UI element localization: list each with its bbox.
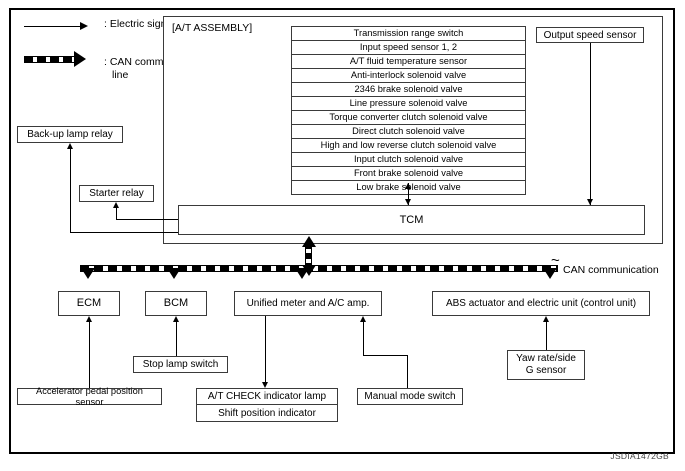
yaw-rate-sensor-label-1: Yaw rate/side bbox=[516, 352, 576, 364]
abs-unit-label: ABS actuator and electric unit (control … bbox=[445, 298, 637, 309]
bcm-box[interactable]: BCM bbox=[145, 291, 207, 316]
outer-frame bbox=[9, 8, 675, 454]
abs-unit-box[interactable]: ABS actuator and electric unit (control … bbox=[432, 291, 650, 316]
accelerator-pedal-sensor-box[interactable]: Accelerator pedal position sensor bbox=[17, 386, 162, 407]
starter-relay-hline bbox=[116, 219, 178, 220]
manual-mode-vline-lower bbox=[407, 355, 408, 388]
at-component-row[interactable]: Input clutch solenoid valve bbox=[292, 153, 525, 167]
stop-lamp-line bbox=[176, 322, 177, 356]
indicator-stack: A/T CHECK indicator lamp Shift position … bbox=[196, 388, 338, 422]
ecm-can-arrow bbox=[81, 268, 95, 279]
bcm-can-arrow bbox=[167, 268, 181, 279]
yaw-sensor-arrowhead bbox=[543, 316, 549, 322]
unified-meter-box[interactable]: Unified meter and A/C amp. bbox=[234, 291, 382, 316]
shift-position-indicator-label: Shift position indicator bbox=[218, 407, 316, 419]
output-speed-sensor-line bbox=[590, 43, 591, 205]
at-check-line bbox=[265, 316, 266, 382]
can-communication-label: CAN communication bbox=[563, 264, 659, 276]
can-bus-curl-icon: ~ bbox=[551, 252, 560, 269]
tcm-can-arrow-up bbox=[301, 236, 316, 247]
backup-relay-arrowhead bbox=[67, 143, 73, 149]
tcm-box[interactable]: TCM bbox=[178, 205, 645, 235]
manual-mode-arrowhead bbox=[360, 316, 366, 322]
at-component-row[interactable]: Line pressure solenoid valve bbox=[292, 97, 525, 111]
starter-relay-vline bbox=[116, 208, 117, 219]
unified-meter-can-arrow bbox=[295, 268, 309, 279]
backup-lamp-relay-box[interactable]: Back-up lamp relay bbox=[17, 126, 123, 143]
output-speed-sensor-arrowhead bbox=[587, 199, 593, 205]
shift-position-indicator-box[interactable]: Shift position indicator bbox=[196, 405, 338, 422]
dashed-line-sample bbox=[24, 56, 74, 63]
at-assembly-label: [A/T ASSEMBLY] bbox=[172, 22, 253, 34]
arrow-right-icon bbox=[80, 22, 88, 30]
at-component-row[interactable]: Front brake solenoid valve bbox=[292, 167, 525, 181]
accel-pedal-arrowhead bbox=[86, 316, 92, 322]
ecm-label: ECM bbox=[76, 297, 102, 310]
tcm-to-table-arrowhead bbox=[405, 183, 411, 189]
can-bus-line bbox=[80, 265, 558, 272]
at-check-indicator-lamp-box[interactable]: A/T CHECK indicator lamp bbox=[196, 388, 338, 405]
at-check-arrowhead bbox=[262, 382, 268, 388]
at-component-row[interactable]: A/T fluid temperature sensor bbox=[292, 55, 525, 69]
yaw-rate-sensor-box[interactable]: Yaw rate/side G sensor bbox=[507, 350, 585, 380]
at-component-row[interactable]: Anti-interlock solenoid valve bbox=[292, 69, 525, 83]
at-component-row[interactable]: Direct clutch solenoid valve bbox=[292, 125, 525, 139]
manual-mode-switch-box[interactable]: Manual mode switch bbox=[357, 388, 463, 405]
legend-can-label-2: line bbox=[112, 69, 129, 81]
backup-relay-vline bbox=[70, 149, 71, 232]
ecm-box[interactable]: ECM bbox=[58, 291, 120, 316]
table-to-tcm-arrowhead bbox=[405, 199, 411, 205]
tcm-label: TCM bbox=[399, 213, 424, 226]
stop-lamp-switch-label: Stop lamp switch bbox=[142, 359, 219, 370]
accelerator-pedal-sensor-label: Accelerator pedal position sensor bbox=[36, 386, 143, 407]
yaw-rate-sensor-label-2: G sensor bbox=[525, 365, 567, 376]
stop-lamp-switch-box[interactable]: Stop lamp switch bbox=[133, 356, 228, 373]
arrow-right-thick-icon bbox=[74, 51, 86, 67]
yaw-sensor-line bbox=[546, 322, 547, 350]
legend-electric-label: : Electric signal bbox=[104, 18, 175, 30]
watermark-id: JSDIA1472GB bbox=[610, 451, 669, 461]
stop-lamp-arrowhead bbox=[173, 316, 179, 322]
at-component-row[interactable]: 2346 brake solenoid valve bbox=[292, 83, 525, 97]
tcm-can-stub bbox=[305, 243, 312, 267]
at-component-row[interactable]: Transmission range switch bbox=[292, 27, 525, 41]
table-to-tcm-line bbox=[408, 183, 409, 205]
solid-line-sample bbox=[24, 26, 80, 27]
starter-relay-arrowhead bbox=[113, 202, 119, 208]
output-speed-sensor-label: Output speed sensor bbox=[543, 29, 637, 41]
at-component-row[interactable]: High and low reverse clutch solenoid val… bbox=[292, 139, 525, 153]
manual-mode-vline-upper bbox=[363, 322, 364, 355]
manual-mode-switch-label: Manual mode switch bbox=[364, 391, 456, 402]
at-component-row[interactable]: Torque converter clutch solenoid valve bbox=[292, 111, 525, 125]
backup-lamp-relay-label: Back-up lamp relay bbox=[27, 129, 113, 140]
at-component-row[interactable]: Input speed sensor 1, 2 bbox=[292, 41, 525, 55]
accel-pedal-line bbox=[89, 322, 90, 388]
abs-can-arrow bbox=[543, 268, 557, 279]
starter-relay-box[interactable]: Starter relay bbox=[79, 185, 154, 202]
bcm-label: BCM bbox=[163, 297, 189, 310]
starter-relay-label: Starter relay bbox=[89, 188, 144, 199]
manual-mode-hline bbox=[363, 355, 407, 356]
at-check-indicator-lamp-label: A/T CHECK indicator lamp bbox=[207, 391, 327, 402]
unified-meter-label: Unified meter and A/C amp. bbox=[246, 298, 370, 309]
output-speed-sensor-box[interactable]: Output speed sensor bbox=[536, 27, 644, 43]
backup-relay-hline bbox=[70, 232, 178, 233]
